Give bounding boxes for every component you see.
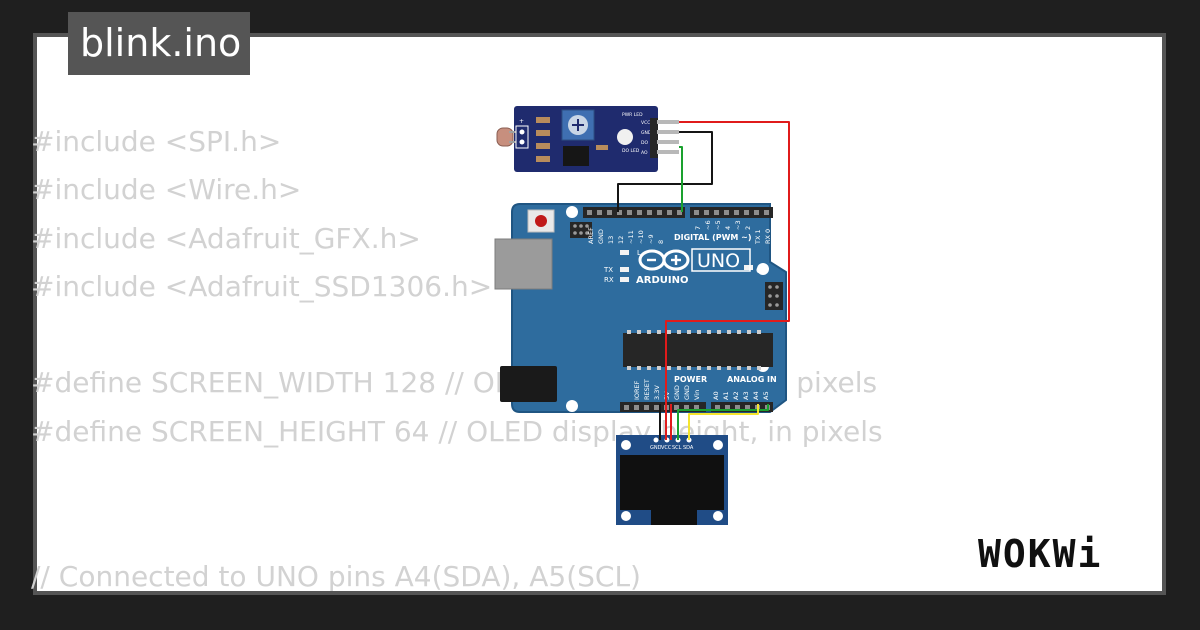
sensor-pin-label: DO — [641, 140, 648, 146]
power-jack — [500, 366, 557, 402]
brand-name: WOKWi — [978, 532, 1102, 576]
pin-label: 2 — [744, 226, 752, 230]
code-line: #include <SPI.h> — [31, 125, 282, 158]
arduino-uno-board[interactable]: AREF GND 13 12 ~11 ~10 ~9 8 7 ~6 ~5 4 ~3… — [494, 203, 787, 413]
sensor-pin-label: AO — [641, 150, 648, 156]
board-model: UNO — [697, 250, 740, 272]
pin-label: IOREF — [633, 380, 641, 400]
pin-label: RX 0 — [764, 229, 772, 244]
pin-label: A0 — [712, 391, 720, 400]
do-led-label: DO LED — [622, 148, 640, 154]
card-bottom-border — [33, 591, 1166, 595]
oled-pin-label: VCC — [661, 445, 672, 451]
pin-label: GND — [597, 229, 605, 244]
mounting-hole — [757, 263, 769, 275]
pin-label: A1 — [722, 391, 730, 400]
usb-port — [494, 238, 553, 290]
digital-header-right — [690, 207, 773, 218]
pin-label: 8 — [657, 240, 665, 244]
pin-label: A2 — [732, 391, 740, 400]
pin-label: RESET — [643, 379, 651, 400]
pin-label: 3.3V — [653, 385, 661, 400]
file-tab[interactable]: blink.ino — [68, 12, 250, 75]
code-preview: #include <SPI.h> #include <Wire.h> #includ… — [31, 118, 883, 601]
l-led-label: L — [637, 249, 641, 257]
wire-do — [679, 146, 683, 212]
power-led — [617, 129, 633, 145]
mounting-hole — [566, 206, 578, 218]
code-line: #include <Adafruit_GFX.h> — [31, 221, 421, 255]
on-led — [744, 265, 753, 270]
sensor-pin-label: VCC — [641, 120, 650, 126]
wire-oled-sda — [688, 404, 759, 440]
atmega-chip — [623, 333, 773, 367]
digital-header-label: DIGITAL (PWM ~) — [674, 233, 752, 242]
board-brand: ARDUINO — [636, 275, 688, 286]
power-header — [620, 402, 706, 412]
pin-label: ~6 — [704, 220, 712, 230]
rx-led-label: RX — [604, 276, 614, 284]
arduino-logo — [638, 249, 690, 271]
pin-label: ~3 — [734, 220, 742, 230]
icsp2-header — [765, 282, 783, 310]
pin-label: ~10 — [637, 230, 645, 244]
power-label: POWER — [674, 375, 707, 384]
oled-pin-label: GND — [650, 445, 662, 451]
pin-label: 4 — [724, 226, 732, 230]
pin-label: ~9 — [647, 234, 655, 244]
sensor-pin-label: GND — [641, 130, 652, 136]
pin-label: 13 — [607, 236, 615, 244]
light-sensor-module[interactable]: + PWR LED DO LED VCC GND DO AO — [496, 106, 679, 172]
reset-button-cap — [535, 215, 547, 227]
oled-screen — [620, 455, 724, 510]
oled-pin-label: SDA — [683, 445, 694, 451]
uno-badge — [691, 248, 751, 272]
pin-label: AREF — [587, 227, 595, 244]
pin-label: TX 1 — [754, 229, 762, 245]
svg-text:+: + — [519, 118, 524, 125]
code-line: #include <Wire.h> — [31, 173, 302, 207]
tx-led-label: TX — [603, 266, 613, 274]
oled-display[interactable]: GND VCC SCL SDA — [616, 435, 728, 525]
rx-led — [620, 277, 629, 282]
oled-ribbon — [651, 510, 697, 525]
wire-gnd-sensor — [617, 131, 713, 212]
oled-pin-label: SCL — [672, 445, 682, 451]
wire-oled-scl — [677, 404, 769, 440]
pin-label: A3 — [742, 391, 750, 400]
pin-label: Vin — [693, 390, 701, 400]
photoresistor — [496, 127, 514, 147]
analog-label: ANALOG IN — [727, 375, 777, 384]
wires — [617, 121, 790, 440]
l-led — [620, 250, 629, 255]
wire-vcc — [665, 121, 790, 440]
pin-label: GND — [673, 385, 681, 400]
code-line: #include <Adafruit_SSD1306.h> — [31, 269, 493, 303]
pin-label: ~5 — [714, 220, 722, 230]
pin-label: 12 — [617, 236, 625, 244]
page-bottom-margin — [0, 595, 1200, 630]
pin-label: ~11 — [627, 230, 635, 244]
pin-label: GND — [683, 385, 691, 400]
pwr-led-label: PWR LED — [622, 112, 643, 118]
digital-pin-holes — [587, 210, 769, 215]
analog-header — [711, 402, 773, 412]
comparator-chip — [563, 146, 589, 166]
code-line: #define SCREEN_HEIGHT 64 // OLED display… — [31, 414, 883, 448]
wokwi-logo: WOKWi — [978, 532, 1102, 576]
pin-label: A4 — [752, 391, 760, 400]
tx-led — [620, 267, 629, 272]
code-line: // Connected to UNO pins A4(SDA), A5(SCL… — [31, 559, 641, 593]
pin-label: A5 — [762, 391, 770, 400]
on-led-label: ON — [756, 266, 768, 275]
pin-label: 7 — [694, 226, 702, 230]
mounting-hole — [566, 400, 578, 412]
digital-header-left — [583, 207, 685, 218]
